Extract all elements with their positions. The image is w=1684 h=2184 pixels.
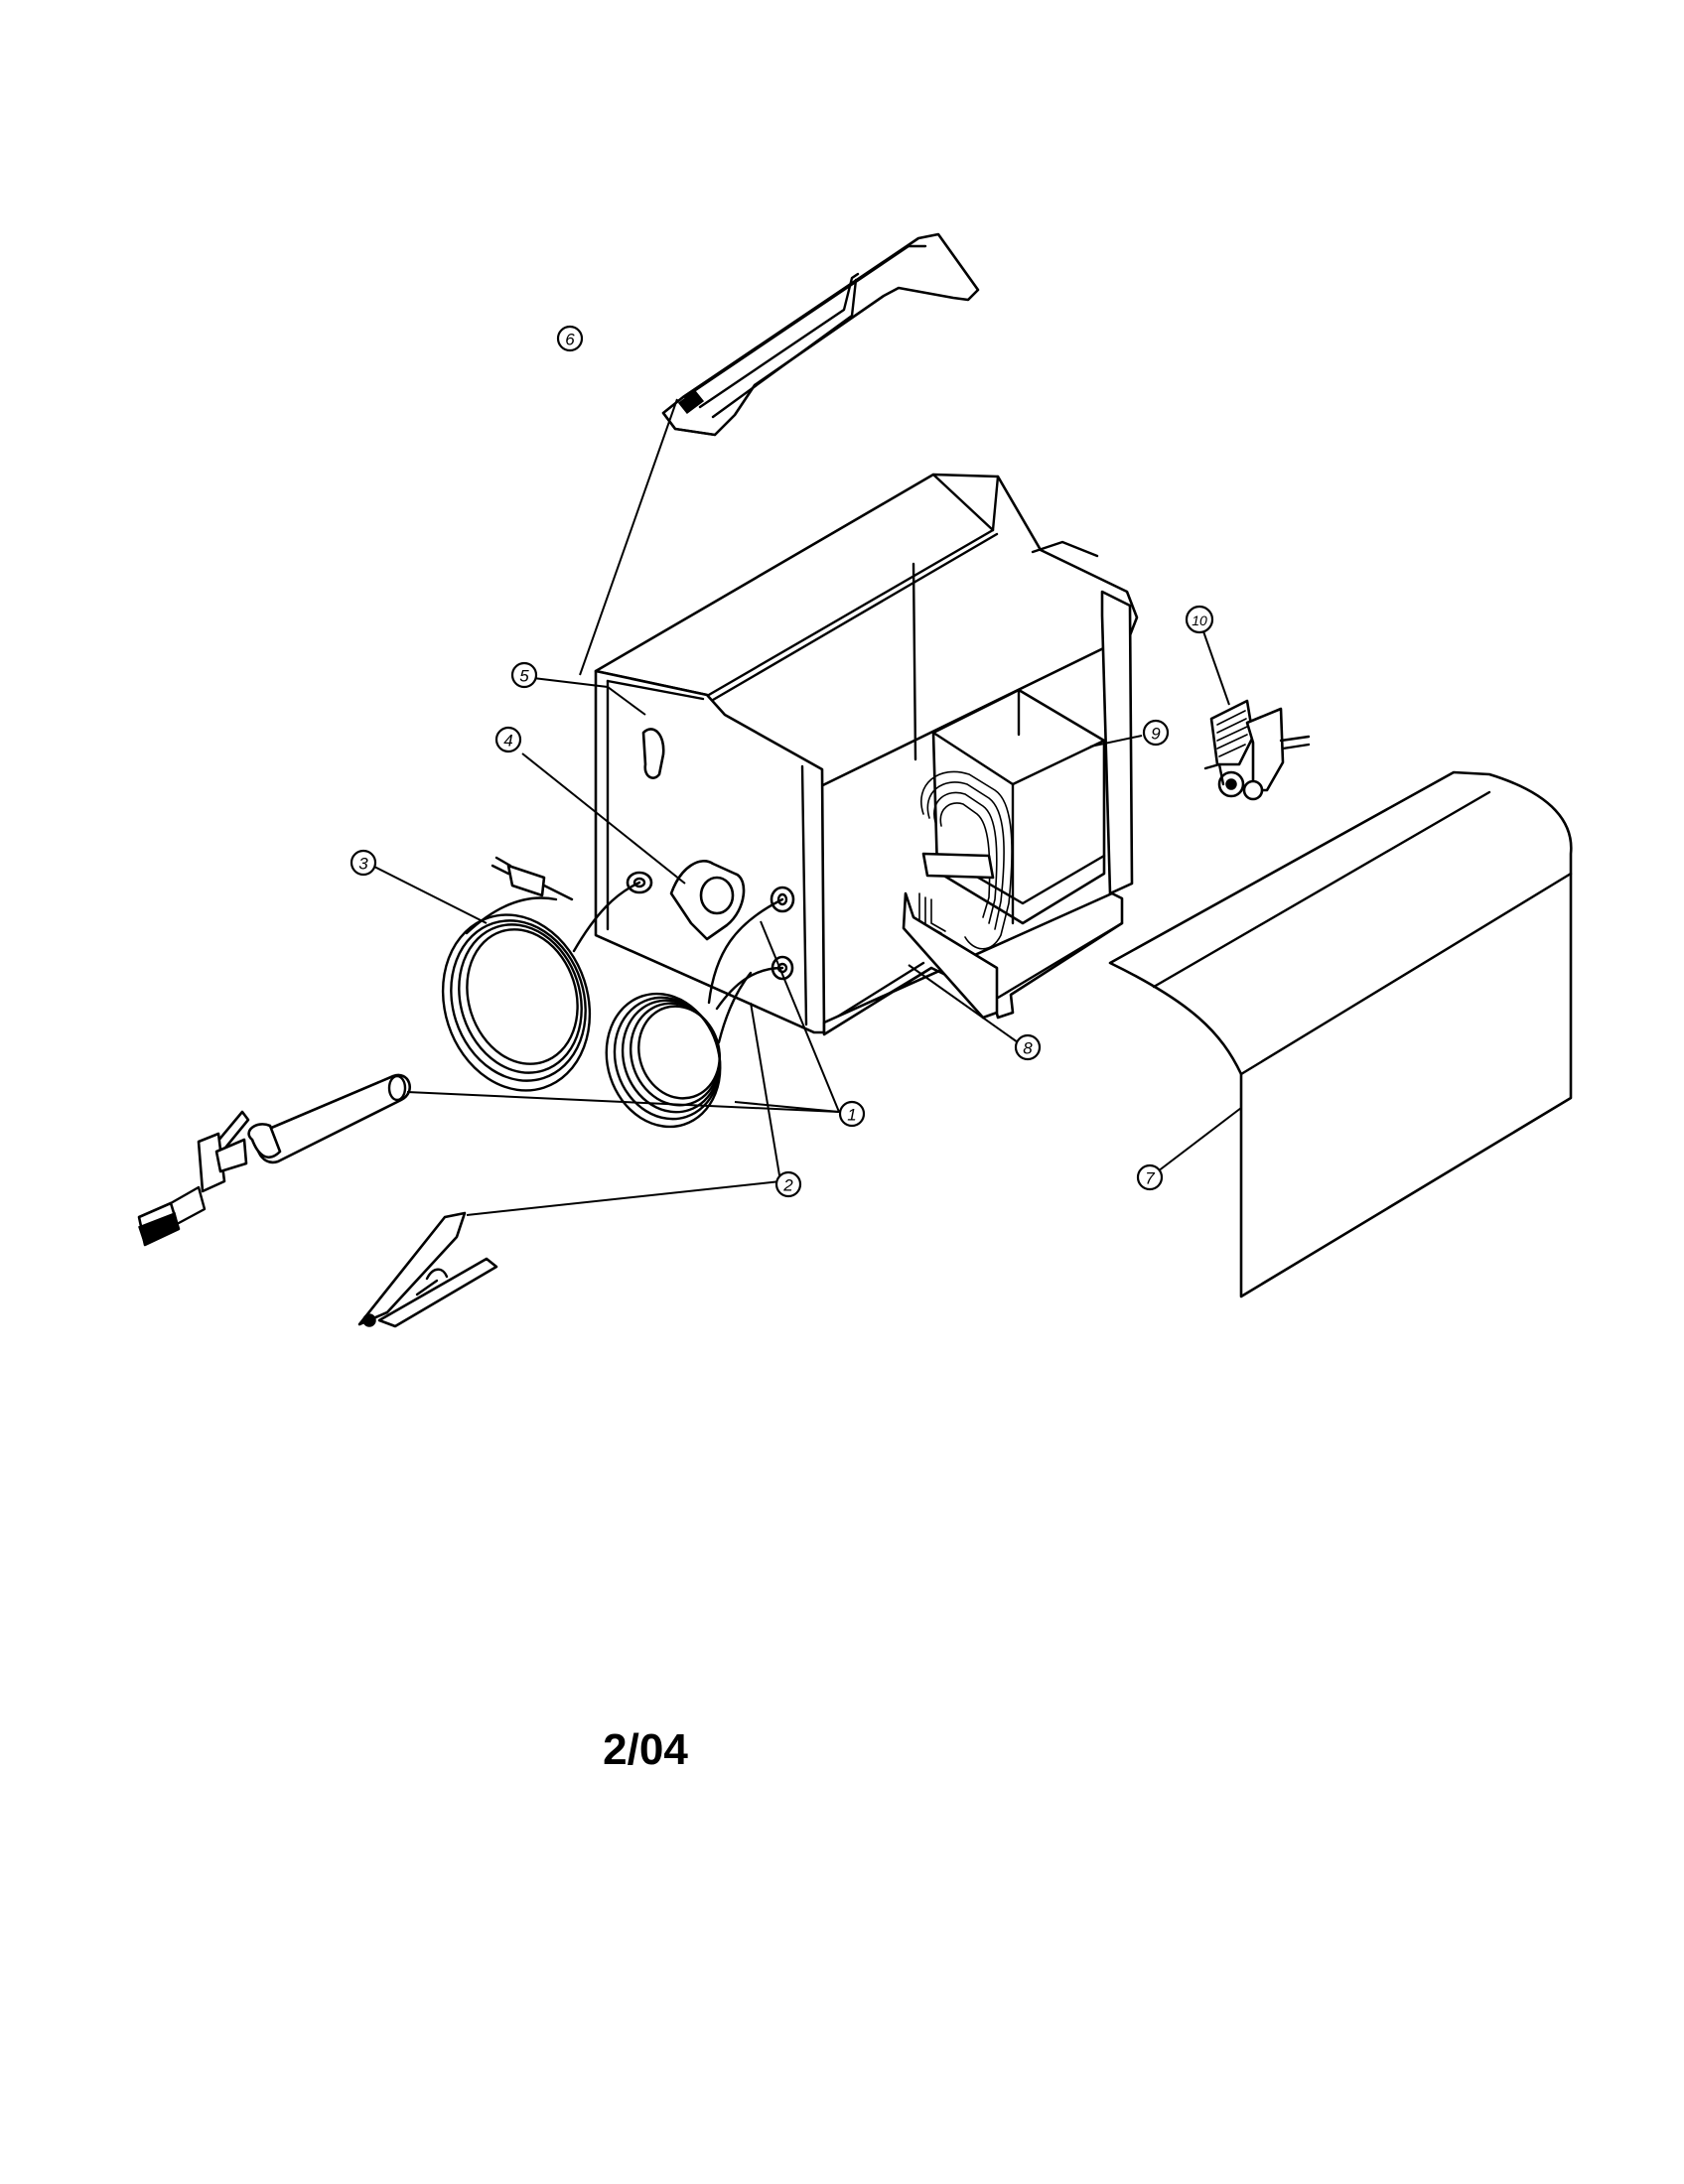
callout-9: 9 [1142, 719, 1170, 747]
callout-7: 7 [1136, 1163, 1164, 1191]
electrode-holder [137, 1073, 412, 1247]
callout-5: 5 [510, 661, 538, 689]
callout-1: 1 [838, 1100, 866, 1128]
callout-7-label: 7 [1145, 1169, 1155, 1188]
callout-9-label: 9 [1151, 725, 1161, 744]
ground-clamp [357, 1211, 498, 1328]
welding-cables [605, 897, 784, 1129]
cover-panel [1108, 770, 1573, 1298]
callout-1-label: 1 [847, 1106, 856, 1125]
callout-4-label: 4 [503, 732, 512, 751]
callout-6: 6 [556, 325, 584, 352]
callout-3-label: 3 [358, 855, 368, 874]
leader-lines [373, 398, 1242, 1216]
callout-6-label: 6 [565, 331, 575, 349]
callout-10-label: 10 [1192, 613, 1207, 628]
callout-3: 3 [350, 849, 377, 877]
callout-2: 2 [774, 1170, 802, 1198]
power-cord [441, 856, 641, 1092]
motor-assembly [1203, 699, 1311, 801]
carry-handle [661, 232, 980, 437]
callout-8-label: 8 [1023, 1039, 1033, 1058]
callout-10: 10 [1185, 605, 1214, 634]
date-code: 2/04 [603, 1725, 688, 1774]
callout-2-label: 2 [782, 1176, 793, 1195]
callout-8: 8 [1014, 1033, 1042, 1061]
callout-4: 4 [494, 726, 522, 753]
callout-5-label: 5 [519, 667, 529, 686]
transformer [902, 688, 1106, 1020]
